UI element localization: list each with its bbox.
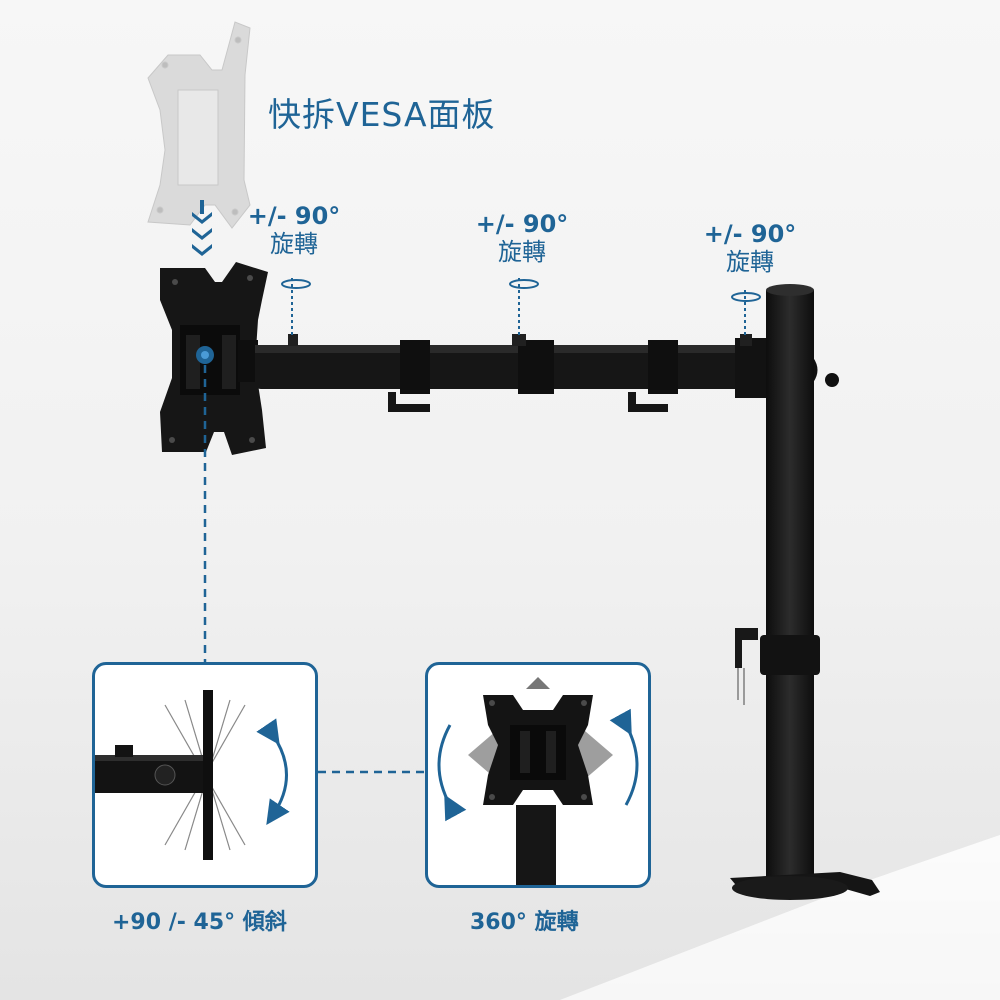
rotation-angle: +/- 90°: [247, 202, 341, 230]
vesa-plate: [160, 262, 268, 455]
rotate-arrow-icon: [281, 279, 761, 302]
pole: [516, 805, 556, 885]
cable-hook: [735, 628, 758, 668]
ghost-vesa-plate: [147, 21, 251, 229]
down-arrows-icon: [192, 200, 212, 256]
rotation-axes: [291, 278, 746, 335]
tilt-illustration: [95, 690, 290, 860]
arm: [238, 334, 839, 412]
rotation-label-1: +/- 90° 旋轉: [244, 202, 344, 258]
rotation-text: 旋轉: [726, 248, 774, 276]
swivel-inset: [425, 662, 651, 888]
rotation-label-3: +/- 90° 旋轉: [700, 220, 800, 276]
connector-lines: [203, 365, 425, 774]
rotation-angle: +/- 90°: [475, 210, 569, 238]
rotation-angle: +/- 90°: [703, 220, 797, 248]
page-title: 快拆VESA面板: [268, 95, 496, 134]
rotation-text: 旋轉: [270, 230, 318, 258]
rotate-right-arrow-icon: [609, 708, 639, 806]
rotation-label-2: +/- 90° 旋轉: [472, 210, 572, 266]
rotate-left-arrow-icon: [437, 724, 467, 822]
rotation-text: 旋轉: [498, 238, 546, 266]
swivel-caption: 360° 旋轉: [470, 910, 579, 935]
height-collar: [760, 635, 820, 675]
panel-edge: [203, 690, 213, 860]
tilt-inset: [92, 662, 318, 888]
tilt-arrow-icon: [256, 718, 290, 825]
arm-end: [95, 755, 205, 793]
swivel-illustration: [437, 677, 639, 885]
tilt-caption: +90 /- 45° 傾斜: [112, 910, 287, 935]
pole: [766, 290, 814, 890]
